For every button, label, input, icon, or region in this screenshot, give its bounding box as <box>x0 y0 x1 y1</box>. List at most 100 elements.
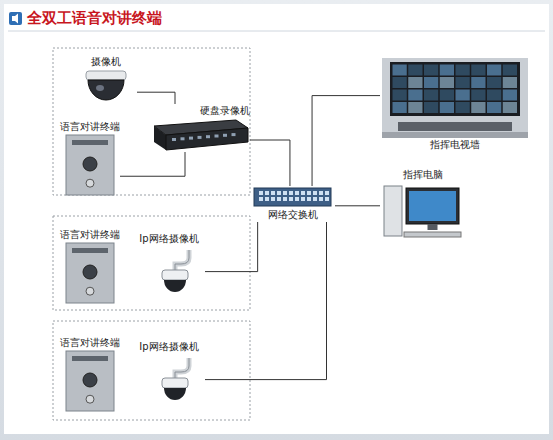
switch-port <box>319 197 323 201</box>
command-pc: 指挥电脑 <box>380 168 465 240</box>
tv-screen <box>424 77 438 88</box>
network-cable <box>137 92 175 104</box>
tv-screen <box>456 102 470 113</box>
tv-screen <box>440 102 454 113</box>
tv-screen <box>393 65 407 76</box>
intercom-speaker <box>83 265 97 279</box>
pc-tower <box>384 186 402 236</box>
dvr-led <box>198 136 202 139</box>
intercom-terminal-art <box>60 242 120 304</box>
network-cable <box>312 96 380 186</box>
tv-screen <box>424 90 438 101</box>
tv-screen <box>471 65 485 76</box>
device-label: 硬盘录像机 <box>150 104 250 117</box>
switch-port <box>265 191 269 195</box>
dvr-led <box>206 135 210 138</box>
ip-camera: Ip网络摄像机 <box>133 232 205 298</box>
switch-port <box>283 197 287 201</box>
device-label: 语言对讲终端 <box>60 336 120 349</box>
camera-dome <box>164 388 186 400</box>
tv-screen <box>393 90 407 101</box>
switch-port <box>271 191 275 195</box>
tv-screen <box>503 90 517 101</box>
ip-camera-art <box>133 354 205 406</box>
tv-screen <box>487 65 501 76</box>
ip-camera-art <box>133 246 205 298</box>
camera-dome <box>164 280 186 292</box>
ip-camera: Ip网络摄像机 <box>133 340 205 406</box>
device-group-frame <box>53 48 250 195</box>
tv-screen <box>503 102 517 113</box>
tv-screen <box>471 77 485 88</box>
intercom-button <box>86 395 94 403</box>
dome-camera-art <box>75 69 137 115</box>
switch-port <box>271 197 275 201</box>
network-cable <box>335 205 380 206</box>
switch-port <box>259 197 263 201</box>
device-label: 指挥电脑 <box>380 168 465 181</box>
switch-port <box>277 191 281 195</box>
network-switch: 网络交换机 <box>250 186 335 222</box>
tv-screen <box>408 90 422 101</box>
floor <box>382 132 528 138</box>
art-group <box>162 358 189 400</box>
dvr-led <box>189 137 193 140</box>
dvr-recorder-art <box>150 118 250 152</box>
tv-screen <box>440 90 454 101</box>
tv-screen <box>408 77 422 88</box>
device-group-frame <box>53 216 250 310</box>
switch-port <box>283 191 287 195</box>
art-group <box>66 135 114 195</box>
tv-screen <box>503 65 517 76</box>
dvr-recorder: 硬盘录像机 <box>150 104 250 152</box>
device-label: Ip网络摄像机 <box>133 232 205 245</box>
console-desk <box>398 122 512 131</box>
art-group <box>66 351 114 411</box>
intercom-panel <box>66 243 114 303</box>
switch-port <box>313 197 317 201</box>
intercom-terminal: 语言对讲终端 <box>60 120 120 196</box>
art-group <box>384 186 461 237</box>
network-switch-art <box>250 186 335 208</box>
tv-wall: 指挥电视墙 <box>380 58 530 152</box>
intercom-button <box>86 287 94 295</box>
switch-port <box>307 197 311 201</box>
switch-port <box>295 197 299 201</box>
dvr-led <box>232 133 236 136</box>
pc-keyboard <box>404 232 461 237</box>
intercom-speaker <box>83 157 97 171</box>
title-icon-speaker <box>12 14 18 24</box>
tv-screen <box>440 65 454 76</box>
dvr-led <box>172 138 176 141</box>
camera-housing <box>162 378 188 388</box>
device-label: 指挥电视墙 <box>380 138 530 151</box>
tv-screen <box>487 102 501 113</box>
art-group <box>254 188 331 206</box>
switch-port <box>259 191 263 195</box>
diagram-title: 全双工语音对讲终端 <box>27 9 162 27</box>
switch-port <box>307 191 311 195</box>
intercom-terminal: 语言对讲终端 <box>60 228 120 304</box>
dome-camera: 摄像机 <box>75 55 137 115</box>
tv-screen <box>456 90 470 101</box>
pc-screen <box>409 191 456 221</box>
intercom-plate <box>72 356 108 361</box>
camera-bracket <box>175 358 189 378</box>
switch-port <box>319 191 323 195</box>
tv-screen <box>408 102 422 113</box>
tv-screen <box>393 102 407 113</box>
tv-wall-frame <box>390 62 520 116</box>
switch-port <box>295 191 299 195</box>
network-cable <box>120 152 185 176</box>
page-panel <box>4 4 549 434</box>
intercom-panel <box>66 135 114 195</box>
tv-screen <box>487 77 501 88</box>
device-label: 网络交换机 <box>250 208 335 221</box>
tv-screen <box>503 77 517 88</box>
tv-screen <box>440 77 454 88</box>
dvr-front <box>154 126 166 150</box>
tv-screen <box>393 77 407 88</box>
tv-screen <box>471 90 485 101</box>
switch-port <box>301 197 305 201</box>
